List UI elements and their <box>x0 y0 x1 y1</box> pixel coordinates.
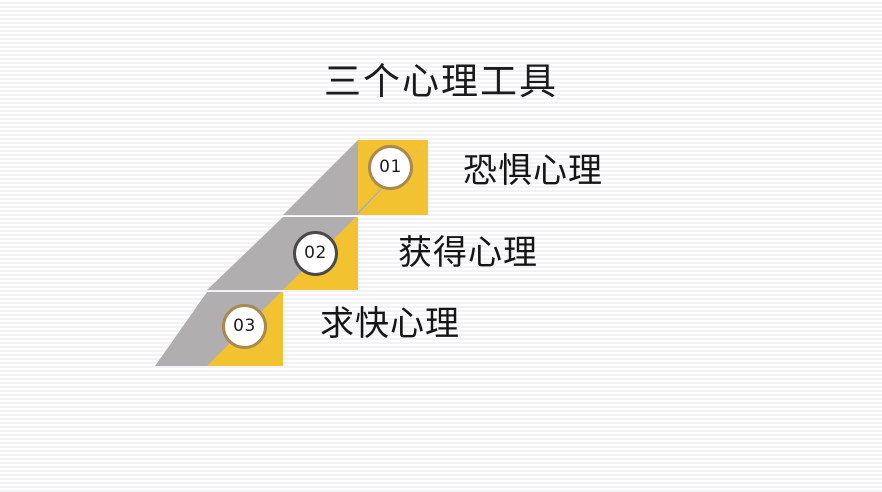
ramp-bottom-gray <box>155 292 207 366</box>
step-number-02: 02 <box>304 243 327 263</box>
step-label-03: 求快心理 <box>320 304 460 344</box>
page-title: 三个心理工具 <box>324 60 558 103</box>
step-number-01: 01 <box>379 157 402 177</box>
step-number-03: 03 <box>233 316 256 336</box>
ramp-2-3-gray <box>207 217 283 290</box>
step-badge-02[interactable]: 02 <box>293 231 338 276</box>
step-badge-03[interactable]: 03 <box>222 304 267 349</box>
step-label-01: 恐惧心理 <box>463 151 603 191</box>
step-badge-01[interactable]: 01 <box>368 145 413 190</box>
step-label-02: 获得心理 <box>398 233 538 273</box>
ramp-1-2-gray <box>283 140 358 215</box>
